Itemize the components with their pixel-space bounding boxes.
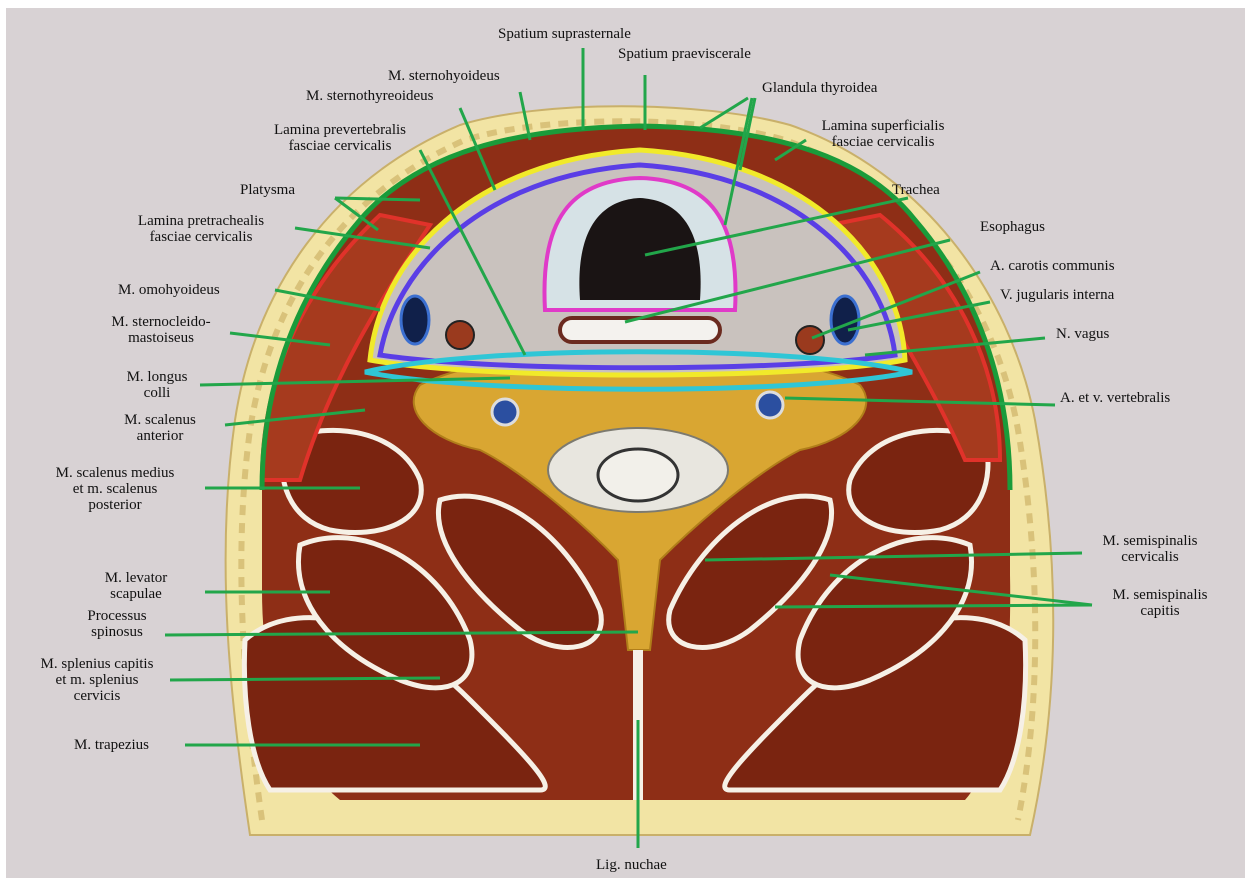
label-m-omohyoideus: M. omohyoideus (118, 282, 220, 298)
label-v-jugularis-interna: V. jugularis interna (1000, 287, 1114, 303)
label-m-semispinalis-cervicalis: M. semispinalis cervicalis (1085, 533, 1215, 565)
label-lamina-prevertebralis-line1: Lamina prevertebralis (250, 122, 430, 138)
jugular-left (401, 296, 429, 344)
label-m-sternocleidomastoideus-line2: mastoiseus (96, 330, 226, 346)
label-lig-nuchae: Lig. nuchae (596, 857, 667, 873)
label-m-scalenus-anterior-line2: anterior (100, 428, 220, 444)
label-m-splenius-line2: et m. splenius (12, 672, 182, 688)
label-lamina-prevertebralis-line2: fasciae cervicalis (250, 138, 430, 154)
label-m-scalenus-medius: M. scalenus medius et m. scalenus poster… (30, 465, 200, 513)
label-m-splenius: M. splenius capitis et m. splenius cervi… (12, 656, 182, 704)
label-m-trapezius: M. trapezius (74, 737, 149, 753)
label-lamina-superficialis-line2: fasciae cervicalis (808, 134, 958, 150)
carotid-right (796, 326, 824, 354)
label-platysma: Platysma (240, 182, 295, 198)
label-m-semispinalis-cervicalis-line1: M. semispinalis (1085, 533, 1215, 549)
label-esophagus: Esophagus (980, 219, 1045, 235)
leader-platysma-1 (335, 198, 420, 200)
label-m-sternocleidomastoideus-line1: M. sternocleido- (96, 314, 226, 330)
label-m-scalenus-anterior: M. scalenus anterior (100, 412, 220, 444)
label-m-sternothyreoideus: M. sternothyreoideus (306, 88, 433, 104)
label-m-levator-scapulae: M. levator scapulae (76, 570, 196, 602)
carotid-left (446, 321, 474, 349)
label-lamina-prevertebralis: Lamina prevertebralis fasciae cervicalis (250, 122, 430, 154)
label-m-semispinalis-cervicalis-line2: cervicalis (1085, 549, 1215, 565)
label-n-vagus: N. vagus (1056, 326, 1109, 342)
label-m-levator-scapulae-line2: scapulae (76, 586, 196, 602)
label-m-scalenus-medius-line3: posterior (30, 497, 200, 513)
label-m-splenius-line3: cervicis (12, 688, 182, 704)
label-m-semispinalis-capitis-line1: M. semispinalis (1095, 587, 1225, 603)
label-lamina-superficialis: Lamina superficialis fasciae cervicalis (808, 118, 958, 150)
label-m-scalenus-medius-line2: et m. scalenus (30, 481, 200, 497)
leader-splenius (170, 678, 440, 680)
leader-semispinalis-capitis-2 (775, 605, 1092, 607)
label-m-semispinalis-capitis: M. semispinalis capitis (1095, 587, 1225, 619)
label-a-et-v-vertebralis: A. et v. vertebralis (1060, 390, 1170, 406)
vertebral-vessels-left (492, 399, 518, 425)
label-glandula-thyroidea: Glandula thyroidea (762, 80, 877, 96)
label-m-sternohyoideus: M. sternohyoideus (388, 68, 500, 84)
spinal-cord (598, 449, 678, 501)
label-spatium-suprasternale: Spatium suprasternale (498, 26, 631, 42)
vertebral-vessels-right (757, 392, 783, 418)
label-spatium-praeviscerale: Spatium praeviscerale (618, 46, 751, 62)
label-trachea: Trachea (892, 182, 940, 198)
label-lamina-pretrachealis-line1: Lamina pretrachealis (106, 213, 296, 229)
label-m-longus-colli-line2: colli (112, 385, 202, 401)
label-a-carotis-communis: A. carotis communis (990, 258, 1115, 274)
label-processus-spinosus-line2: spinosus (62, 624, 172, 640)
label-m-scalenus-medius-line1: M. scalenus medius (30, 465, 200, 481)
label-m-longus-colli-line1: M. longus (112, 369, 202, 385)
esophagus (560, 318, 720, 342)
label-lamina-pretrachealis-line2: fasciae cervicalis (106, 229, 296, 245)
label-m-levator-scapulae-line1: M. levator (76, 570, 196, 586)
label-m-semispinalis-capitis-line2: capitis (1095, 603, 1225, 619)
label-m-scalenus-anterior-line1: M. scalenus (100, 412, 220, 428)
label-lamina-superficialis-line1: Lamina superficialis (808, 118, 958, 134)
label-lamina-pretrachealis: Lamina pretrachealis fasciae cervicalis (106, 213, 296, 245)
label-m-longus-colli: M. longus colli (112, 369, 202, 401)
label-processus-spinosus: Processus spinosus (62, 608, 172, 640)
label-m-sternocleidomastoideus: M. sternocleido- mastoiseus (96, 314, 226, 346)
label-m-splenius-line1: M. splenius capitis (12, 656, 182, 672)
label-processus-spinosus-line1: Processus (62, 608, 172, 624)
